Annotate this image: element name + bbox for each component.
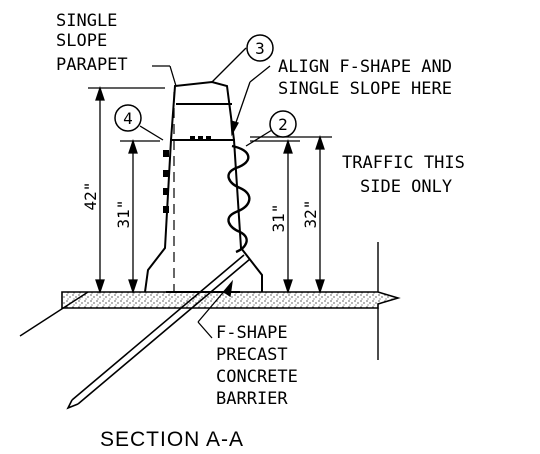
label-single-slope-2: SLOPE bbox=[56, 31, 107, 51]
leader-lines bbox=[139, 47, 273, 339]
label-align-2: SINGLE SLOPE HERE bbox=[278, 79, 452, 99]
label-fshape-1: F-SHAPE bbox=[216, 323, 288, 343]
dim-32: 32" bbox=[301, 200, 320, 229]
label-fshape-4: BARRIER bbox=[216, 389, 288, 409]
svg-text:3: 3 bbox=[255, 39, 265, 58]
anchor-stake bbox=[66, 254, 251, 410]
svg-text:4: 4 bbox=[123, 109, 133, 128]
label-traffic-2: SIDE ONLY bbox=[360, 177, 452, 197]
label-single-slope-3: PARAPET bbox=[56, 55, 128, 75]
connection-plates bbox=[190, 136, 211, 141]
barrier-body bbox=[144, 80, 263, 293]
label-align-1: ALIGN F-SHAPE AND bbox=[278, 57, 452, 77]
dim-42: 42" bbox=[81, 182, 100, 211]
callout-3: 3 bbox=[246, 34, 274, 62]
section-title: SECTION A-A bbox=[100, 428, 244, 451]
callout-2: 2 bbox=[269, 110, 297, 138]
rebar-wave bbox=[227, 144, 251, 254]
label-single-slope-1: SINGLE bbox=[56, 11, 117, 31]
label-fshape-3: CONCRETE bbox=[216, 367, 298, 387]
dim-31-right: 31" bbox=[269, 204, 288, 233]
anchor-bolts bbox=[163, 150, 169, 213]
dimension-lines bbox=[88, 85, 332, 295]
callout-4: 4 bbox=[114, 104, 142, 132]
svg-text:2: 2 bbox=[278, 115, 288, 134]
dim-31-left: 31" bbox=[114, 200, 133, 229]
pavement bbox=[19, 242, 401, 360]
label-fshape-2: PRECAST bbox=[216, 345, 288, 365]
label-traffic-1: TRAFFIC THIS bbox=[342, 153, 465, 173]
